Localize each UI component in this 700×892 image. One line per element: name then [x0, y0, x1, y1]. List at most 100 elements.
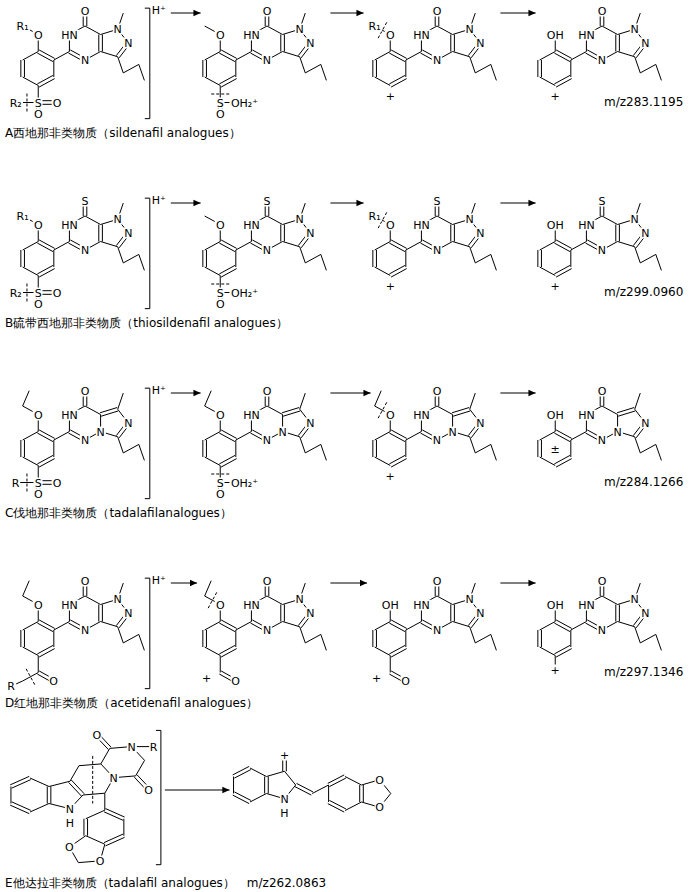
bond-line: [391, 459, 407, 468]
atom-label: N: [295, 24, 305, 35]
mz-value: m/z262.0863: [247, 876, 326, 890]
bond-line: [389, 645, 405, 654]
caption-text: C伐地那非类物质（tadalafilanalogues）: [5, 506, 232, 520]
bond-line: [264, 777, 265, 794]
bond-line: [20, 60, 21, 77]
bond-line: [70, 766, 79, 782]
atom-label: O: [215, 409, 226, 420]
atom-label: +: [201, 673, 212, 684]
bond-line: [233, 766, 249, 775]
bond-line: [39, 50, 55, 59]
bond-line: [619, 225, 620, 242]
atom-label: R: [149, 741, 159, 752]
atom-label: OH: [546, 599, 565, 610]
bond-line: [202, 440, 203, 457]
atom-label: O: [33, 299, 44, 310]
atom-label: N: [80, 55, 90, 66]
atom-label: O: [95, 855, 106, 866]
bond-line: [85, 596, 101, 605]
bond-line: [376, 60, 377, 77]
bond-line: [537, 60, 538, 77]
atom-label: O: [215, 29, 226, 40]
structure-node: OHOHNNNN±: [540, 385, 662, 465]
caption-text: A西地那非类物质（sildenafil analogues）: [5, 126, 241, 140]
bond-line: [470, 627, 476, 643]
bond-line: [305, 254, 321, 263]
atom-label: HN: [577, 599, 596, 610]
bond-line: [375, 457, 391, 466]
bond-line: [602, 216, 618, 225]
bond-line: [24, 60, 25, 77]
bond-line: [79, 764, 101, 766]
atom-label: HN: [60, 219, 79, 230]
atom-label: +: [279, 750, 290, 761]
atom-label: O: [80, 575, 91, 586]
bond-line: [405, 60, 406, 77]
atom-label: HN: [60, 599, 79, 610]
bond-line: [345, 777, 361, 786]
atom-label: N: [447, 426, 457, 437]
bond-line: [571, 432, 587, 441]
reaction-arrow: [171, 13, 201, 14]
atom-label: N: [80, 435, 90, 446]
reaction-arrow: [330, 13, 363, 14]
atom-label: N: [123, 418, 133, 429]
bond-line: [37, 75, 53, 84]
bond-line: [359, 785, 360, 802]
bond-line: [102, 605, 103, 622]
bond-line: [602, 406, 618, 415]
atom-label: O: [597, 575, 608, 586]
atom-label: N: [123, 608, 133, 619]
atom-label: O: [91, 729, 102, 740]
bond-line: [53, 630, 54, 647]
bond-line: [24, 250, 25, 267]
atom-label: H: [65, 817, 75, 828]
atom-label: N: [432, 245, 442, 256]
bond-line: [205, 391, 212, 406]
bond-line: [24, 440, 25, 457]
structure-node: OOHNNNNSOH₂⁺O: [205, 5, 327, 120]
bond-line: [556, 50, 572, 59]
structure-node: OOHNNNNRSOOH⁺: [11, 384, 167, 500]
atom-label: O: [262, 385, 273, 396]
atom-label: N: [262, 245, 272, 256]
atom-label: HN: [577, 29, 596, 40]
cleavage-line: [26, 669, 35, 685]
bond-line: [250, 768, 266, 777]
atom-label: N: [305, 608, 315, 619]
bond-line: [38, 656, 39, 673]
bond-line: [491, 444, 497, 460]
structure-bonds: [203, 581, 327, 683]
bond-line: [541, 630, 542, 647]
bond-line: [391, 649, 407, 658]
atom-label: N: [123, 38, 133, 49]
bond-line: [233, 777, 234, 794]
cleavage-line: [26, 284, 27, 302]
bond-line: [321, 254, 327, 270]
bond-line: [389, 623, 405, 632]
bond-line: [23, 242, 39, 251]
bond-line: [49, 781, 70, 786]
bond-line: [221, 620, 237, 629]
atom-label: O: [262, 5, 273, 16]
bond-line: [475, 634, 491, 643]
bond-line: [101, 52, 118, 57]
atom-label: N: [597, 435, 607, 446]
bond-line: [235, 440, 236, 457]
bond-line: [491, 254, 497, 270]
bond-line: [452, 408, 469, 413]
bond-line: [219, 645, 235, 654]
bond-line: [556, 79, 572, 88]
bond-line: [202, 630, 203, 647]
atom-label: N: [262, 435, 272, 446]
structure-node: OHOHNNNN+: [540, 5, 662, 101]
bond-line: [219, 53, 235, 62]
atom-label: OH: [381, 599, 400, 610]
atom-label: N: [640, 418, 650, 429]
atom-label: N: [612, 426, 622, 437]
cleavage-line: [211, 474, 229, 475]
bond-line: [205, 457, 221, 466]
bond-line: [12, 802, 31, 811]
bond-line: [102, 35, 103, 52]
bond-line: [100, 408, 117, 413]
